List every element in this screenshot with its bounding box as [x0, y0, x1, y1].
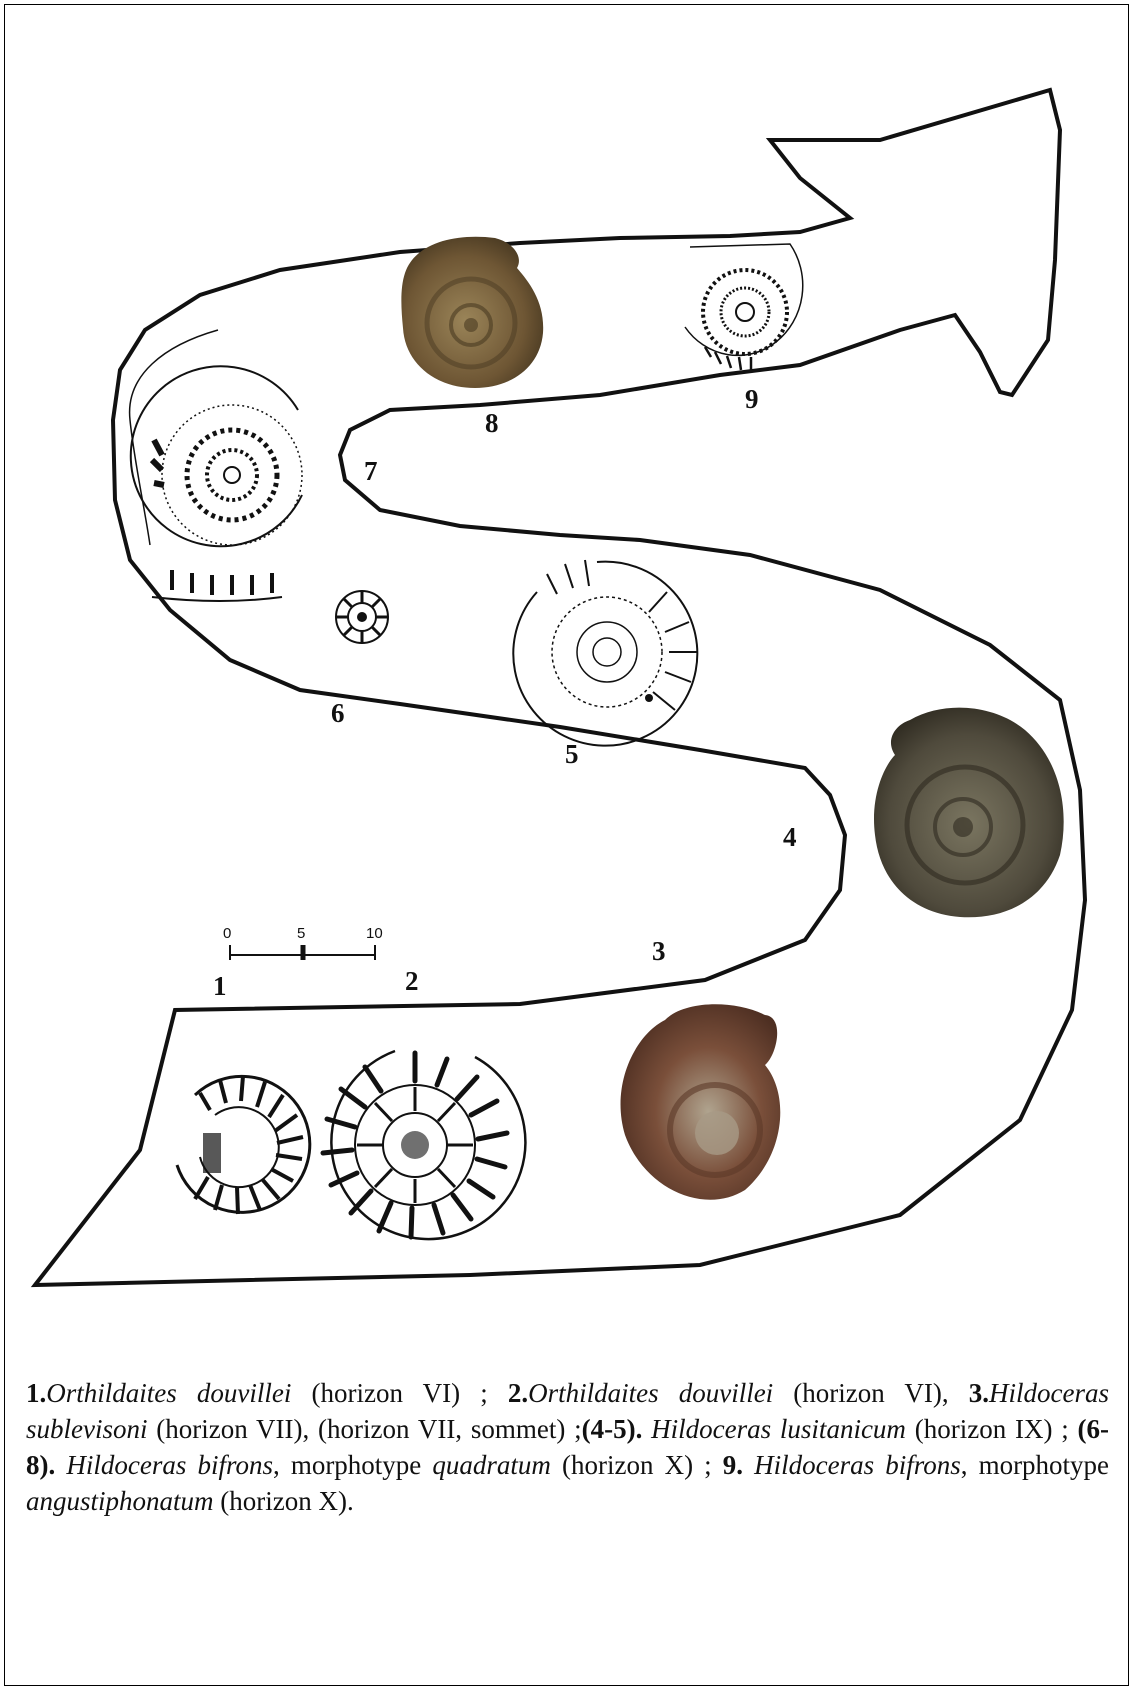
ammonite-7-drawing	[131, 366, 302, 601]
caption-morphotype-text-9: , morphotype	[961, 1450, 1109, 1480]
caption-horizon-6-8: (horizon X) ;	[551, 1450, 723, 1480]
ammonite-6-drawing	[336, 591, 388, 643]
scale-tick-10: 10	[366, 925, 383, 942]
caption-horizon-3: (horizon VII), (horizon VII, sommet) ;	[148, 1414, 582, 1444]
label-7: 7	[364, 456, 378, 486]
scale-tick-5: 5	[297, 925, 305, 942]
caption-horizon-1: (horizon VI) ;	[291, 1378, 507, 1408]
caption-taxon-9: Hildoceras bifrons	[754, 1450, 961, 1480]
caption-number-1: 1.	[26, 1378, 46, 1408]
caption-taxon-1: Orthildaites douvillei	[46, 1378, 291, 1408]
s-arrow-outline	[35, 90, 1085, 1285]
label-3: 3	[652, 936, 666, 966]
caption-morphotype-6-8: quadratum	[432, 1450, 551, 1480]
caption-number-9: 9.	[723, 1450, 743, 1480]
caption-number-2: 2.	[508, 1378, 528, 1408]
label-2: 2	[405, 966, 419, 996]
ammonite-1-drawing	[177, 1076, 310, 1214]
label-1: 1	[213, 971, 227, 1001]
ammonite-4-photo	[874, 708, 1064, 918]
ammonite-3-photo	[621, 1004, 781, 1199]
figure-caption: 1.Orthildaites douvillei (horizon VI) ; …	[26, 1375, 1109, 1519]
ammonite-9-drawing	[685, 244, 803, 370]
label-4: 4	[783, 822, 797, 852]
caption-morphotype-text-6-8: , morphotype	[273, 1450, 432, 1480]
caption-horizon-2: (horizon VI),	[773, 1378, 969, 1408]
caption-taxon-6-8: Hildoceras bifrons	[66, 1450, 273, 1480]
label-6: 6	[331, 698, 345, 728]
caption-horizon-4-5: (horizon IX) ;	[906, 1414, 1078, 1444]
ammonite-2-drawing	[323, 1051, 525, 1239]
ammonite-evolution-diagram: 0 5 10 1 2 3 4 5 6 7 8 9	[0, 0, 1135, 1330]
caption-number-3: 3.	[969, 1378, 989, 1408]
ammonite-8-photo	[401, 237, 543, 388]
label-5: 5	[565, 739, 579, 769]
scale-tick-0: 0	[223, 925, 231, 942]
caption-taxon-2: Orthildaites douvillei	[528, 1378, 773, 1408]
ammonite-5-drawing	[513, 560, 697, 746]
caption-horizon-9: (horizon X).	[214, 1486, 354, 1516]
caption-taxon-4-5: Hildoceras lusitanicum	[651, 1414, 906, 1444]
label-9: 9	[745, 384, 759, 414]
label-8: 8	[485, 408, 499, 438]
caption-number-4-5: (4-5).	[582, 1414, 643, 1444]
caption-morphotype-9: angustiphonatum	[26, 1486, 214, 1516]
scale-bar: 0 5 10	[223, 925, 383, 960]
